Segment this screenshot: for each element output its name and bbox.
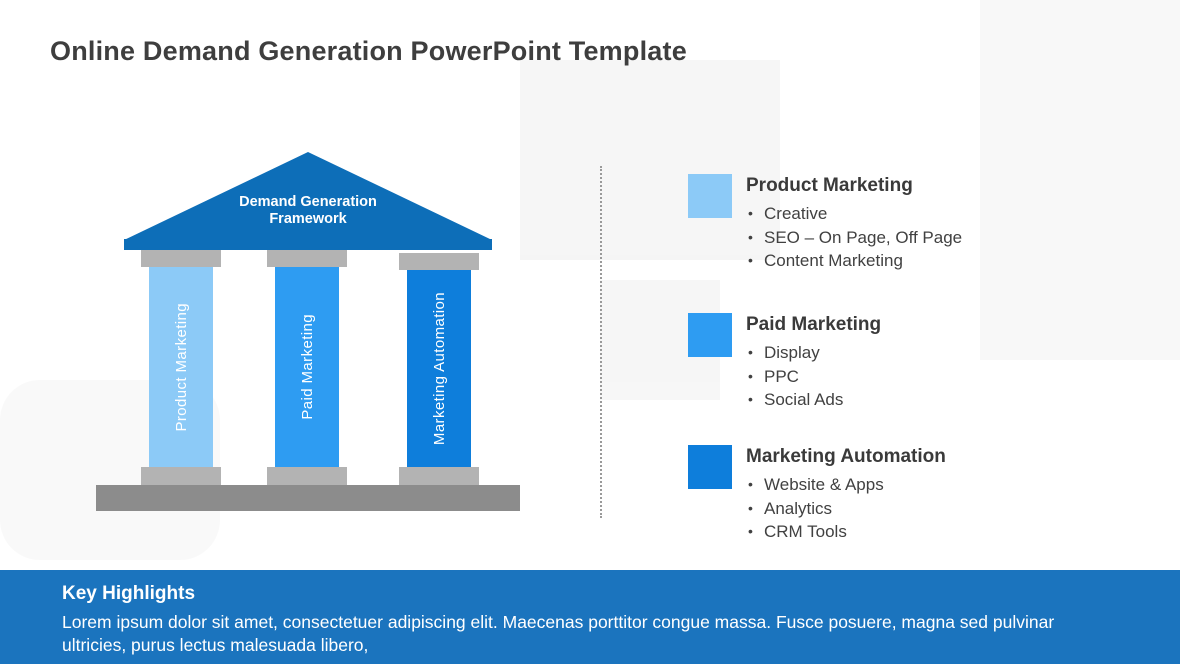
- bullet-item: Social Ads: [746, 388, 1146, 412]
- pillar-product-marketing: Product Marketing: [149, 267, 213, 467]
- color-swatch: [688, 445, 732, 489]
- pillar-label: Product Marketing: [172, 302, 190, 432]
- roof-label: Demand Generation Framework: [178, 194, 438, 228]
- pillar-paid-marketing: Paid Marketing: [275, 267, 339, 467]
- section-product-marketing: Product Marketing Creative SEO – On Page…: [688, 174, 1146, 273]
- section-paid-marketing: Paid Marketing Display PPC Social Ads: [688, 313, 1146, 412]
- color-swatch: [688, 313, 732, 357]
- pillar-capital: [141, 250, 221, 267]
- section-title: Product Marketing: [746, 175, 913, 196]
- roof-cornice: [124, 239, 492, 250]
- roof-label-line2: Framework: [269, 211, 347, 227]
- pillar-plinth: [141, 467, 221, 485]
- section-title: Marketing Automation: [746, 446, 946, 467]
- footer-text: Lorem ipsum dolor sit amet, consectetuer…: [62, 612, 1055, 656]
- footer-title: Key Highlights: [62, 583, 196, 604]
- section-text: Product Marketing Creative SEO – On Page…: [746, 174, 1146, 273]
- roof-label-line1: Demand Generation: [239, 194, 377, 210]
- bullet-list: Creative SEO – On Page, Off Page Content…: [746, 202, 1146, 273]
- bullet-item: Content Marketing: [746, 249, 1146, 273]
- section-text: Marketing Automation Website & Apps Anal…: [746, 445, 1146, 544]
- temple-base: [96, 485, 520, 511]
- pillar-label: Marketing Automation: [430, 291, 448, 446]
- pillar-plinth: [399, 467, 479, 485]
- pillar-plinth: [267, 467, 347, 485]
- bullet-item: PPC: [746, 365, 1146, 389]
- pillar-label: Paid Marketing: [298, 314, 316, 420]
- color-swatch: [688, 174, 732, 218]
- bullet-list: Website & Apps Analytics CRM Tools: [746, 473, 1146, 544]
- bullet-item: Website & Apps: [746, 473, 1146, 497]
- pillar-marketing-automation: Marketing Automation: [407, 270, 471, 467]
- key-highlights-banner: Key Highlights Lorem ipsum dolor sit ame…: [0, 570, 1180, 664]
- section-title: Paid Marketing: [746, 314, 882, 335]
- bullet-item: CRM Tools: [746, 520, 1146, 544]
- pillar-capital: [399, 253, 479, 270]
- bullet-list: Display PPC Social Ads: [746, 341, 1146, 412]
- bullet-item: Display: [746, 341, 1146, 365]
- bullet-item: Analytics: [746, 497, 1146, 521]
- dotted-divider: [600, 166, 602, 518]
- bullet-item: Creative: [746, 202, 1146, 226]
- section-text: Paid Marketing Display PPC Social Ads: [746, 313, 1146, 412]
- pillar-capital: [267, 250, 347, 267]
- section-marketing-automation: Marketing Automation Website & Apps Anal…: [688, 445, 1146, 544]
- bullet-item: SEO – On Page, Off Page: [746, 226, 1146, 250]
- page-title: Online Demand Generation PowerPoint Temp…: [50, 36, 687, 66]
- roof-triangle: [124, 152, 492, 240]
